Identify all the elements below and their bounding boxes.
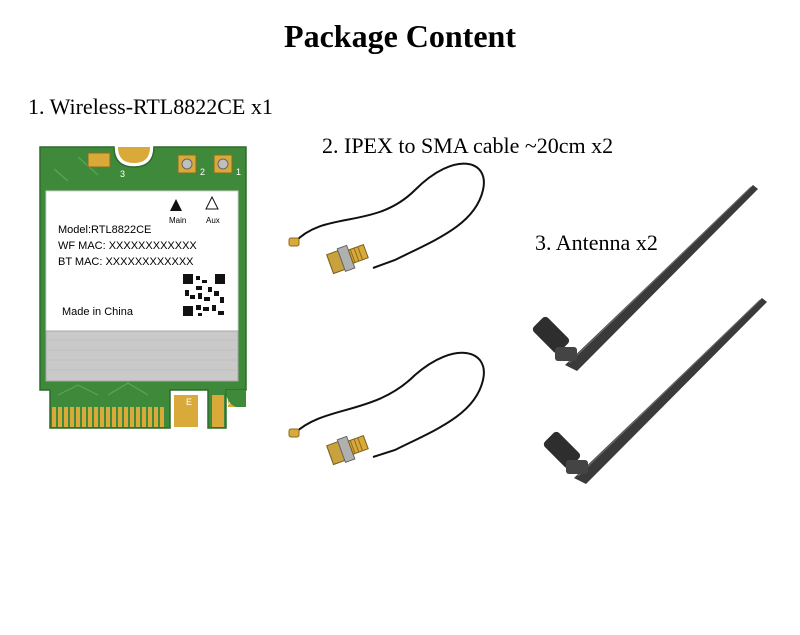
aux-label: Aux — [206, 216, 220, 225]
ipex-sma-cable-1-image — [288, 162, 485, 275]
ipex-connectors — [87, 152, 233, 174]
card-model: Model:RTL8822CE — [58, 224, 151, 236]
connector-label-2: 2 — [200, 167, 205, 177]
card-wf-mac: WF MAC: XXXXXXXXXXXX — [58, 240, 197, 252]
item-label-antenna: 3. Antenna x2 — [535, 230, 658, 255]
antenna-2-image — [543, 298, 767, 484]
key-label-e: E — [186, 397, 192, 407]
connector-label-1: 1 — [236, 167, 241, 177]
ipex-sma-cable-2-image — [288, 351, 485, 466]
wireless-card-image: 3 2 1 Main Aux Model:RTL8822CE WF MAC: X… — [39, 146, 247, 429]
page-title: Package Content — [284, 18, 516, 54]
item-label-wireless-card: 1. Wireless-RTL8822CE x1 — [28, 94, 273, 119]
card-bt-mac: BT MAC: XXXXXXXXXXXX — [58, 256, 194, 268]
connector-label-3: 3 — [120, 169, 125, 179]
item-label-ipex-cable: 2. IPEX to SMA cable ~20cm x2 — [322, 133, 614, 158]
main-label: Main — [169, 216, 186, 225]
antenna-1-image — [532, 185, 758, 371]
qr-code-image — [182, 273, 226, 317]
main-triangle-icon — [170, 199, 182, 211]
aux-triangle-icon — [205, 195, 219, 210]
card-origin: Made in China — [62, 306, 134, 318]
